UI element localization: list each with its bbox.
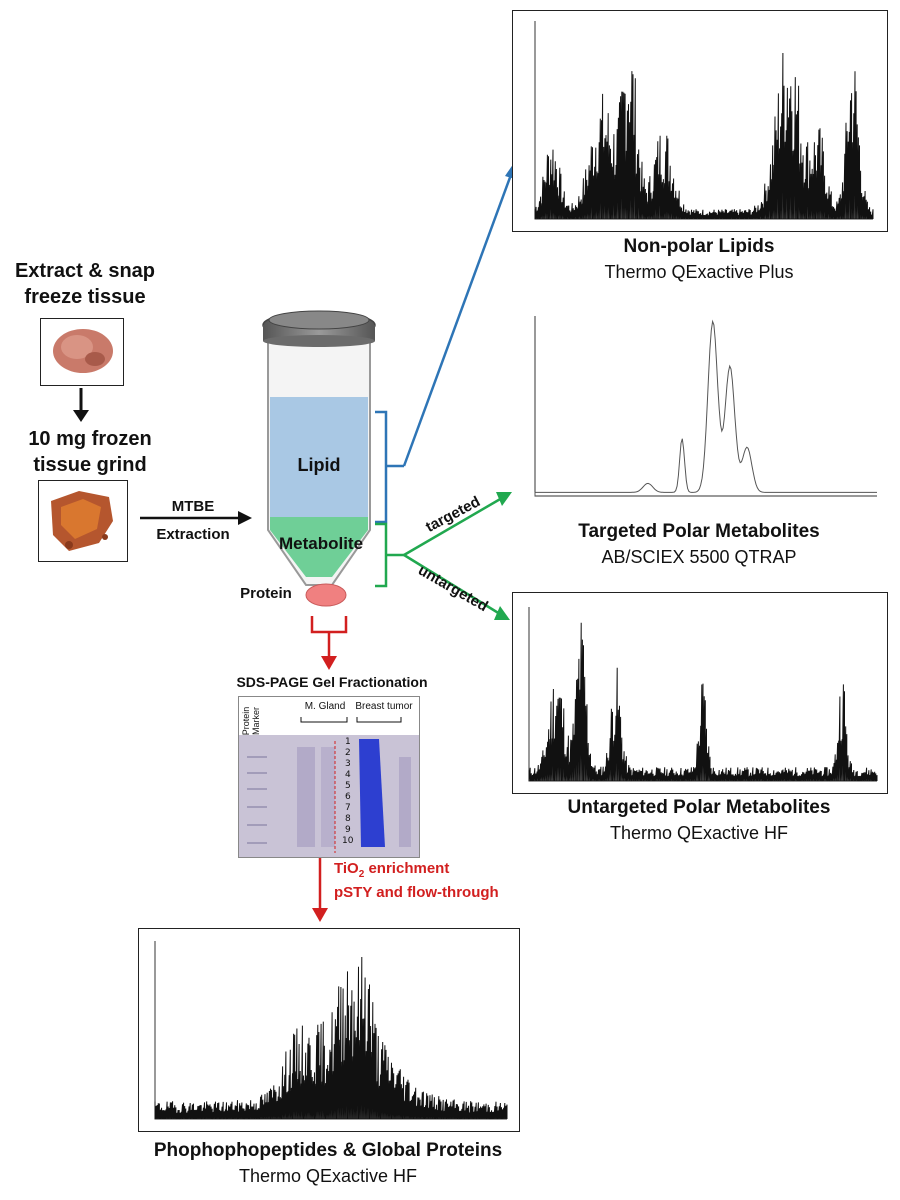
protein-arrowhead (321, 656, 337, 670)
tumor-label: Breast tumor (355, 701, 413, 712)
tissue-photo (40, 318, 124, 386)
spectrum-trace (528, 622, 878, 782)
untargeted-spectrum (528, 607, 878, 782)
untargeted-label: untargeted (415, 561, 491, 616)
enrichment-arrowhead (312, 908, 328, 922)
gel-header (239, 697, 419, 735)
fraction-10: 10 (342, 836, 354, 846)
spectrum-axes (534, 316, 877, 497)
ground-tissue-photo (38, 480, 128, 562)
enrichment-line2: pSTY and flow-through (334, 884, 499, 901)
phospho-title: Phophophopeptides & Global Proteins (153, 1140, 503, 1161)
nonpolar-instrument: Thermo QExactive Plus (604, 262, 794, 282)
mtbe-label: MTBE (138, 495, 248, 519)
untargeted-title: Untargeted Polar Metabolites (567, 797, 831, 818)
targeted-instrument: AB/SCIEX 5500 QTRAP (601, 547, 797, 567)
extraction-tube (262, 310, 376, 607)
mtbe-arrow (140, 511, 252, 525)
lipid-arrow (402, 171, 514, 467)
mtbe-line2: Extraction (156, 526, 230, 543)
fraction-6: 6 (345, 792, 351, 802)
down-arrow-1 (73, 388, 89, 422)
untargeted-spectrum-frame (512, 592, 888, 794)
mtbe-line1: MTBE (171, 498, 215, 515)
fraction-5: 5 (345, 781, 351, 791)
enrichment-line1: TiO2 enrichment (334, 860, 450, 880)
phospho-instrument: Thermo QExactive HF (238, 1166, 418, 1186)
tissue-image (53, 329, 113, 373)
nonpolar-title: Non-polar Lipids (623, 236, 775, 257)
nonpolar-spectrum (534, 21, 874, 220)
fraction-9: 9 (345, 825, 351, 835)
targeted-chromatogram-frame (516, 303, 888, 511)
targeted-arrowhead (496, 492, 512, 506)
enrichment-label: TiO2 enrichment pSTY and flow-through (334, 860, 504, 901)
fraction-2: 2 (345, 748, 351, 758)
protein-label: Protein (240, 585, 292, 602)
fraction-8: 8 (345, 814, 351, 824)
spectrum-trace (534, 319, 877, 496)
spectrum-trace (534, 52, 874, 220)
grind-step-label: 10 mg frozen tissue grind (28, 428, 152, 476)
phospho-spectrum (154, 941, 508, 1120)
untargeted-instrument: Thermo QExactive HF (609, 823, 789, 843)
gel-title: SDS-PAGE Gel Fractionation (236, 674, 428, 690)
fraction-7: 7 (345, 803, 351, 813)
targeted-label: targeted (422, 493, 484, 536)
targeted-chromatogram (534, 316, 877, 497)
fraction-1: 1 (345, 737, 351, 747)
sds-page-gel: Protein Marker M. Gland Breast tumor 1 2… (238, 696, 420, 858)
phospho-spectrum-frame (138, 928, 520, 1132)
fraction-3: 3 (345, 759, 351, 769)
lipid-label: Lipid (297, 455, 341, 475)
spectrum-trace (154, 956, 508, 1120)
fraction-4: 4 (345, 770, 351, 780)
mgland-label: M. Gland (304, 701, 346, 712)
nonpolar-spectrum-frame (512, 10, 888, 232)
extract-step-label: Extract & snap freeze tissue (14, 260, 156, 308)
gel-graphic (239, 717, 419, 857)
targeted-title: Targeted Polar Metabolites (578, 521, 820, 542)
ground-tissue-image (51, 491, 113, 551)
metabolite-label: Metabolite (278, 534, 364, 553)
